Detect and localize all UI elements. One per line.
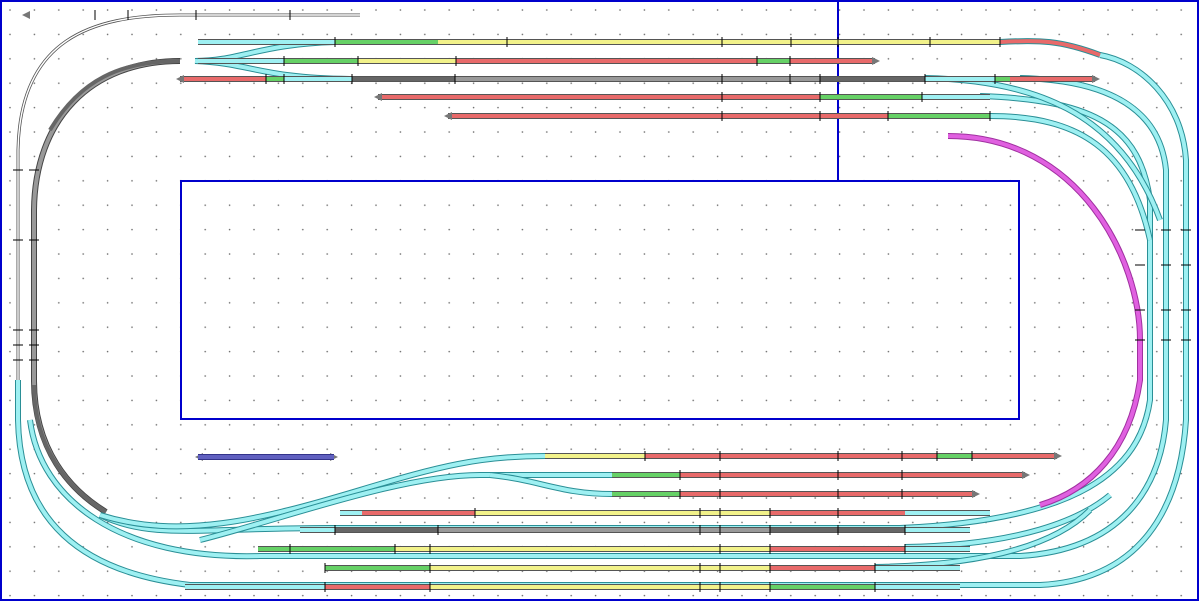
loop-second [28, 76, 1168, 559]
loop-gray-inner [17, 14, 360, 380]
top-right-connector2 [989, 114, 1152, 241]
left-curve-dark [48, 59, 181, 132]
arrow-right-icon [1092, 75, 1100, 83]
arrow-left-icon [176, 75, 184, 83]
bottom-left-ladder2 [199, 473, 612, 542]
arrow-right-icon [872, 57, 880, 65]
arrow-right-icon [1054, 452, 1062, 460]
bottom-left-ladder3 [489, 473, 613, 496]
arrow-left-icon [374, 93, 382, 101]
loop-top-right [999, 39, 1101, 57]
loop-outer [16, 53, 1188, 587]
bottom-left-ladder [99, 454, 546, 529]
arrow-right-icon [1022, 471, 1030, 479]
bottom-right-connector [904, 493, 1112, 549]
track-joints [13, 10, 1191, 592]
loop-third [99, 94, 1152, 533]
table-cutout [180, 180, 1020, 420]
arrow-right-icon [972, 490, 980, 498]
left-curve-dark-bottom [32, 384, 108, 514]
arrow-left-icon [22, 11, 30, 19]
arrow-left-icon [444, 112, 452, 120]
magenta-curve [947, 134, 1142, 507]
